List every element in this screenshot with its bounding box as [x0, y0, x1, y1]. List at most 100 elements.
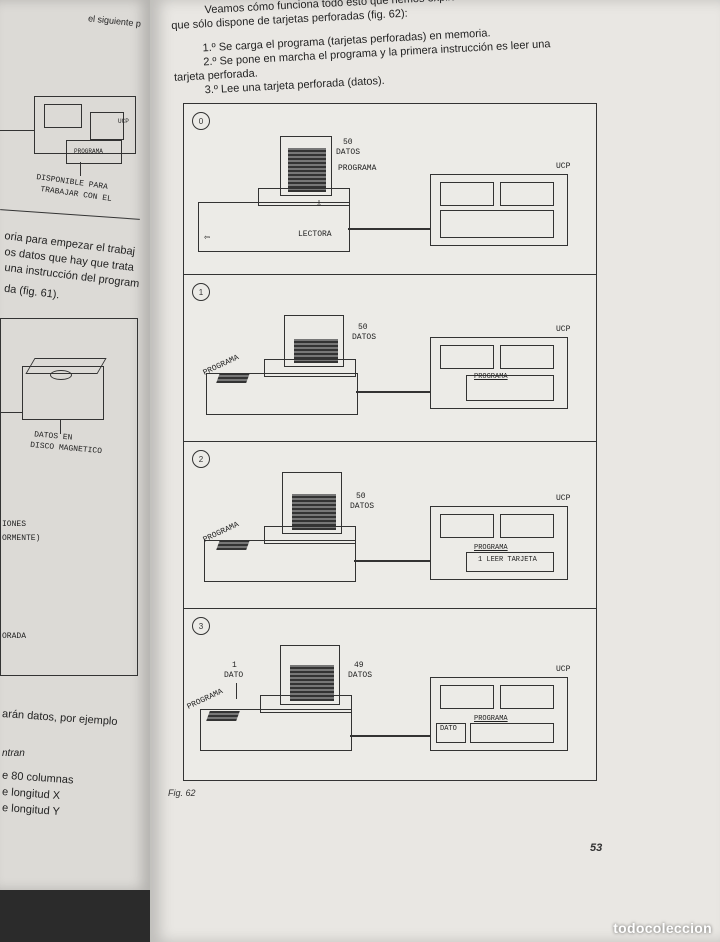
left-divider	[0, 209, 140, 220]
left-bottom-1: arán datos, por ejemplo	[1, 707, 118, 729]
step-3-mem-dato: DATO	[440, 725, 457, 733]
reader-body-3	[200, 709, 352, 751]
ucp-slot-b-0	[500, 182, 554, 206]
connector-0	[348, 228, 430, 230]
disk-unit	[22, 366, 104, 420]
reader-body	[198, 202, 350, 252]
card-hopper	[280, 136, 332, 196]
card-stack	[288, 148, 326, 192]
step-3-dato: DATO	[224, 671, 244, 680]
figure-caption: Fig. 62	[168, 788, 196, 798]
step-1-datos: DATOS	[352, 333, 377, 342]
ucp-slot-a-2	[440, 514, 494, 538]
step-3-mem-programa: PROGRAMA	[474, 715, 508, 723]
figure-62: 0 50 DATOS PROGRAMA LECTORA ⇦ ⇩ UCP 1 50	[183, 103, 597, 781]
disk-icon	[50, 370, 72, 380]
ucp-slot-b-2	[500, 514, 554, 538]
out-stack-3	[206, 711, 240, 721]
left-para-4: da (fig. 61).	[3, 282, 61, 302]
out-stack-2	[216, 540, 250, 550]
ucp-slot-a-3	[440, 685, 494, 709]
panel-step-2: 2 50 DATOS PROGRAMA UCP PROGRAMA 1 LEER …	[184, 442, 596, 609]
connector-3	[350, 735, 430, 737]
dato-arrow	[236, 683, 237, 699]
left-ucp-label: UCP	[118, 118, 129, 125]
panel-step-3: 3 49 DATOS 1 DATO PROGRAMA UCP DATO PROG…	[184, 609, 596, 779]
left-bottom-4: e longitud X	[1, 785, 61, 803]
step-0-count: 50	[343, 138, 353, 147]
connector-2	[354, 560, 430, 562]
left-bottom-3: e 80 columnas	[1, 769, 74, 787]
ucp-box-1	[430, 337, 568, 409]
step-1-circle: 1	[192, 283, 210, 301]
left-ucp-slot-b	[90, 112, 124, 140]
card-hopper-1	[284, 315, 344, 367]
step-0-ucp: UCP	[556, 162, 571, 171]
disk-arrow	[60, 420, 61, 434]
step-1-count: 50	[358, 323, 368, 332]
ucp-slot-b-3	[500, 685, 554, 709]
left-bottom-5: e longitud Y	[1, 801, 61, 819]
ucp-mem-2	[466, 552, 554, 572]
step-3-circle: 3	[192, 617, 210, 635]
step-3-count: 49	[354, 661, 364, 670]
reader-top-2	[264, 526, 356, 544]
reader-top	[258, 188, 350, 206]
ucp-box-3	[430, 677, 568, 751]
down-arrow-icon: ⇩	[316, 199, 323, 210]
ucp-slot-a-1	[440, 345, 494, 369]
left-ormente: ORMENTE)	[2, 534, 41, 543]
reader-top-3	[260, 695, 352, 713]
step-2-mem-programa: PROGRAMA	[474, 544, 508, 552]
step-3-one: 1	[232, 661, 237, 670]
reader-top-1	[264, 359, 356, 377]
step-2-count: 50	[356, 492, 366, 501]
card-stack-2	[292, 494, 336, 530]
left-ucp-outer	[34, 96, 136, 154]
ucp-box-2	[430, 506, 568, 580]
left-figure-frame	[0, 318, 138, 676]
page-number: 53	[590, 842, 603, 854]
disk-connector	[0, 412, 22, 413]
ucp-box-0	[430, 174, 568, 246]
step-2-instruction: 1 LEER TARJETA	[478, 556, 537, 564]
left-connector	[0, 130, 34, 131]
left-programa-label: PROGRAMA	[74, 148, 103, 155]
ucp-mem-0	[440, 210, 554, 238]
step-0-datos: DATOS	[336, 148, 361, 157]
step-2-circle: 2	[192, 450, 210, 468]
ucp-mem-prog-3	[470, 723, 554, 743]
left-orada: ORADA	[2, 632, 27, 641]
ucp-slot-a-0	[440, 182, 494, 206]
step-1-mem-programa: PROGRAMA	[474, 373, 508, 381]
ucp-mem-1	[466, 375, 554, 401]
step-1-ucp: UCP	[556, 325, 571, 334]
step-0-programa: PROGRAMA	[338, 164, 377, 173]
ucp-slot-b-1	[500, 345, 554, 369]
watermark-logo: todocoleccion	[613, 920, 712, 936]
step-3-datos: DATOS	[348, 671, 373, 680]
left-ucp-slot-a	[44, 104, 82, 128]
card-hopper-2	[282, 472, 342, 534]
out-stack-1	[216, 373, 250, 383]
reader-body-1	[206, 373, 358, 415]
left-bottom-2: ntran	[2, 748, 25, 759]
step-0-lectora: LECTORA	[298, 230, 332, 239]
panel-step-0: 0 50 DATOS PROGRAMA LECTORA ⇦ ⇩ UCP	[184, 104, 596, 275]
connector-1	[356, 391, 430, 393]
panel-step-1: 1 50 DATOS PROGRAMA UCP PROGRAMA	[184, 275, 596, 442]
intro-block: Veamos cómo funciona todo esto que hemos…	[170, 0, 714, 100]
left-page: el siguiente p UCP PROGRAMA DISPONIBLE P…	[0, 0, 150, 890]
step-3-ucp: UCP	[556, 665, 571, 674]
ucp-mem-dato-3	[436, 723, 466, 743]
left-top-fragment: el siguiente p	[87, 13, 142, 29]
left-iones: IONES	[2, 520, 27, 529]
card-hopper-3	[280, 645, 340, 705]
left-arrow-icon: ⇦	[204, 233, 211, 244]
left-programa-box	[66, 140, 122, 164]
step-2-ucp: UCP	[556, 494, 571, 503]
right-page: Veamos cómo funciona todo esto que hemos…	[150, 0, 720, 942]
left-arrow-line	[80, 162, 81, 176]
step-0-circle: 0	[192, 112, 210, 130]
step-2-datos: DATOS	[350, 502, 375, 511]
